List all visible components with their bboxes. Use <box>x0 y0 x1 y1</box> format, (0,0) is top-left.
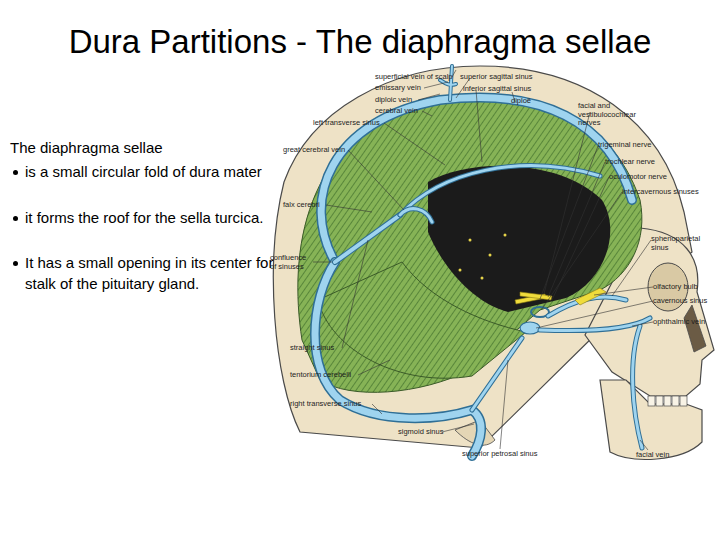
nerves <box>515 288 606 305</box>
bullet-dot <box>13 170 18 175</box>
leader-line <box>640 440 648 450</box>
leader-line <box>500 360 508 449</box>
dot <box>469 239 472 242</box>
straight-sinus <box>335 215 400 262</box>
part-label: diploë <box>511 97 531 106</box>
straight-sinus <box>335 215 400 262</box>
leader-line <box>326 205 372 212</box>
tooth <box>664 396 671 406</box>
tooth <box>648 396 655 406</box>
part-label: trigeminal nerve <box>598 141 651 150</box>
part-label: facial and vestibulocochlear nerves <box>578 102 646 128</box>
part-label: intercavernous sinuses <box>622 188 699 197</box>
part-label: diploic vein <box>375 96 412 105</box>
leader-line <box>342 240 368 348</box>
leader-line <box>422 111 432 116</box>
leader-line <box>384 123 445 165</box>
part-label: emissary vein <box>375 84 421 93</box>
superior-petrosal-sinus <box>472 338 522 410</box>
leader-line <box>313 262 332 263</box>
transverse-sinus <box>315 262 481 456</box>
leader-line <box>544 112 590 294</box>
leader-line <box>424 82 448 88</box>
leader-line <box>442 424 474 432</box>
olfactory-bulb <box>575 288 606 305</box>
leader-line <box>372 404 382 414</box>
dot <box>504 234 507 237</box>
tooth <box>680 396 687 406</box>
part-label: confluence of sinuses <box>270 254 312 271</box>
teeth <box>648 396 687 406</box>
part-label: oculomotor nerve <box>609 173 667 182</box>
leader-line <box>540 146 598 299</box>
part-label: right transverse sinus <box>290 400 361 409</box>
dot <box>481 277 484 280</box>
part-label: cavernous sinus <box>653 297 707 306</box>
leader-line <box>348 150 404 210</box>
leader-line <box>632 322 653 326</box>
part-label: left transverse sinus <box>313 119 380 128</box>
part-label: straight sinus <box>290 344 334 353</box>
vessels-dots <box>459 234 507 280</box>
nerve <box>520 292 552 300</box>
emissary-vein <box>440 66 456 100</box>
leader-line <box>536 301 653 328</box>
tentorium-cerebelli <box>318 262 526 378</box>
leader-line <box>358 360 390 375</box>
part-label: inferior sagittal sinus <box>463 85 531 94</box>
emissary-vein <box>440 66 456 100</box>
superior-petrosal-sinus <box>472 338 522 410</box>
leader-line <box>476 90 482 162</box>
part-label: falx cerebri <box>283 201 320 210</box>
part-label: cerebral vein <box>375 107 418 116</box>
part-label: sigmoid sinus <box>398 428 443 437</box>
falx-cerebri <box>298 94 642 392</box>
part-label: trochlear nerve <box>605 158 655 167</box>
part-label: tentorium cerebelli <box>290 371 351 380</box>
leader-line <box>594 287 653 295</box>
ophthalmic-vein <box>540 318 650 448</box>
part-label: superior petrosal sinus <box>462 450 537 459</box>
great-cerebral-vein <box>400 209 432 222</box>
tooth <box>656 396 663 406</box>
leader-line <box>418 94 440 100</box>
ophthalmic-vein <box>540 318 650 448</box>
dot <box>459 269 462 272</box>
dark-cavity <box>428 166 610 312</box>
part-label: great cerebral vein <box>283 146 345 155</box>
transverse-sinus <box>315 262 481 456</box>
slide-heading: The diaphragma sellae <box>10 137 270 158</box>
part-label: facial vein <box>636 451 669 460</box>
leader-line <box>452 70 456 77</box>
part-label: superficial vein of scalp <box>375 73 453 82</box>
part-label: sphenoparietal sinus <box>651 235 711 252</box>
bullet-text: it forms the roof for the sella turcica. <box>25 207 275 228</box>
leader-line <box>542 192 622 309</box>
slide-title: Dura Partitions - The diaphragma sellae <box>0 22 720 62</box>
bullet-text: is a small circular fold of dura mater <box>25 161 275 182</box>
part-label: ophthalmic vein <box>653 318 705 327</box>
leader-lines <box>313 70 653 450</box>
part-label: superior sagittal sinus <box>460 73 533 82</box>
part-label: olfactory bulb <box>653 283 698 292</box>
mandible <box>600 380 702 459</box>
bullet-text: It has a small opening in its center for… <box>25 252 275 294</box>
tooth <box>672 396 679 406</box>
leader-line <box>612 240 651 296</box>
dot <box>489 254 492 257</box>
bullet-dot <box>13 216 18 221</box>
great-cerebral-vein <box>400 209 432 222</box>
nasal-cavity <box>684 305 706 352</box>
bullet-dot <box>13 261 18 266</box>
